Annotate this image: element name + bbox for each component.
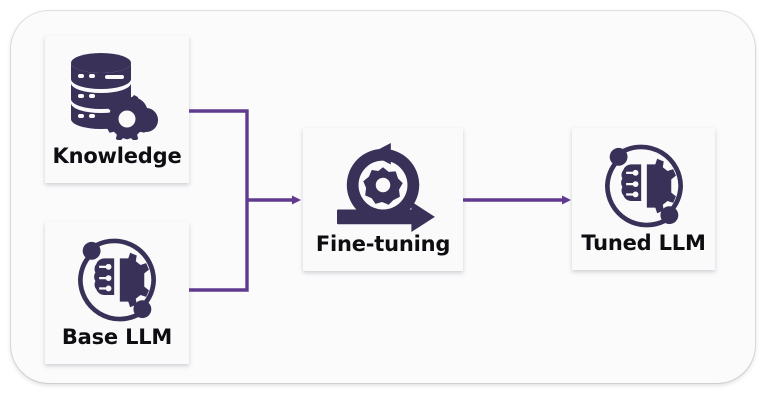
brain-gear-orbit-icon (77, 238, 157, 321)
node-knowledge-label: Knowledge (52, 144, 182, 168)
refresh-cycle-gear-arrow-icon (337, 142, 435, 233)
node-knowledge-icon-wrap (45, 46, 189, 146)
node-fine-tuning-icon-wrap (303, 140, 463, 234)
node-tuned-llm[interactable]: Tuned LLM (572, 128, 715, 270)
brain-gear-orbit-icon (604, 144, 683, 227)
node-tuned-llm-label: Tuned LLM (581, 231, 706, 255)
database-gear-cloud-icon (71, 53, 159, 140)
node-base-llm-label: Base LLM (61, 325, 173, 349)
node-fine-tuning[interactable]: Fine-tuning (303, 128, 463, 271)
node-tuned-llm-icon-wrap (572, 138, 715, 233)
node-fine-tuning-label: Fine-tuning (315, 232, 451, 256)
node-base-llm-icon-wrap (45, 232, 189, 327)
node-knowledge[interactable]: Knowledge (45, 36, 189, 183)
node-base-llm[interactable]: Base LLM (45, 222, 189, 364)
